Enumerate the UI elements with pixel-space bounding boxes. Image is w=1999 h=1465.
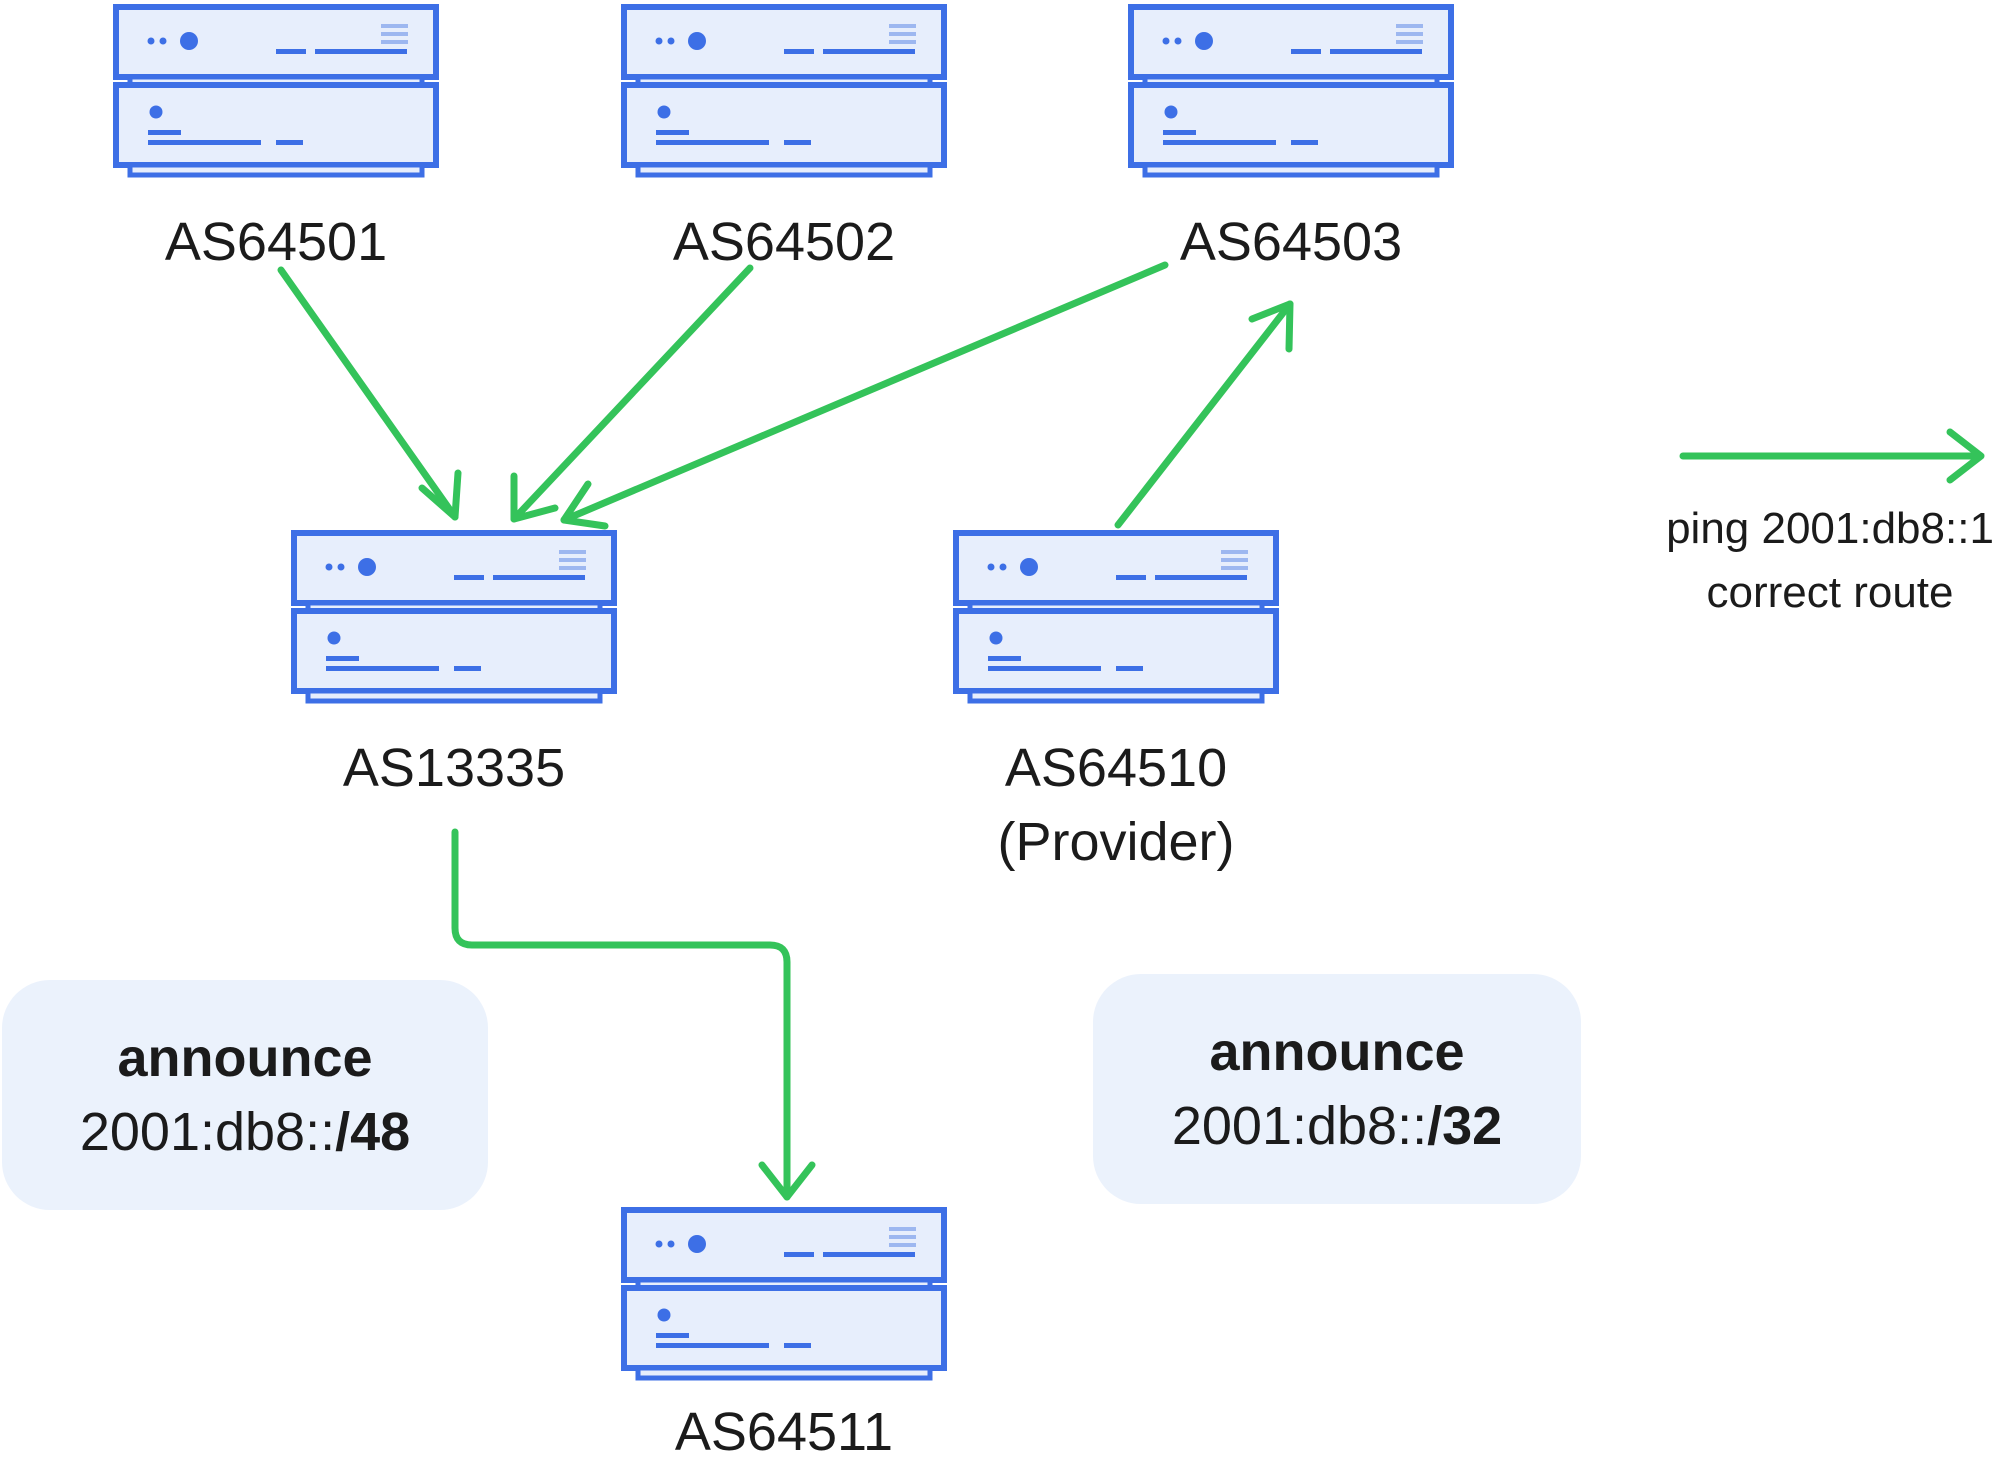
server-stack-icon bbox=[116, 7, 436, 175]
route-arrow-as64501-to-as13335 bbox=[277, 266, 459, 521]
announce-box-32: announce 2001:db8::/32 bbox=[1093, 974, 1581, 1204]
node-label-as64511: AS64511 bbox=[674, 1402, 894, 1462]
node-label-as13335: AS13335 bbox=[342, 738, 566, 798]
route-arrow-as64510-to-as64503 bbox=[1114, 300, 1294, 529]
route-arrow-as64502-to-as13335 bbox=[510, 264, 754, 523]
node-label-as64510: AS64510 bbox=[1004, 738, 1228, 798]
announce-title: announce bbox=[117, 1028, 373, 1088]
route-arrow-as13335-to-as64511 bbox=[451, 828, 791, 1201]
server-stack-icon bbox=[1131, 7, 1451, 175]
legend-route-text: correct route bbox=[1706, 568, 1954, 617]
node-label-as64503: AS64503 bbox=[1179, 212, 1403, 272]
server-stack-icon bbox=[294, 533, 614, 701]
announce-title: announce bbox=[1209, 1022, 1465, 1082]
server-stack-icon bbox=[624, 1210, 944, 1378]
node-label-as64502: AS64502 bbox=[672, 212, 896, 272]
announce-prefix: 2001:db8::/32 bbox=[1171, 1096, 1503, 1156]
announce-box-48: announce 2001:db8::/48 bbox=[2, 980, 488, 1210]
announce-prefix: 2001:db8::/48 bbox=[79, 1102, 411, 1162]
node-label-as64501: AS64501 bbox=[164, 212, 388, 272]
node-sublabel-provider: (Provider) bbox=[997, 812, 1235, 872]
server-stack-icon bbox=[956, 533, 1276, 701]
server-stack-icon bbox=[624, 7, 944, 175]
legend-ping-text: ping 2001:db8::1 bbox=[1666, 504, 1994, 553]
route-arrow-as64503-to-as13335 bbox=[560, 261, 1169, 524]
